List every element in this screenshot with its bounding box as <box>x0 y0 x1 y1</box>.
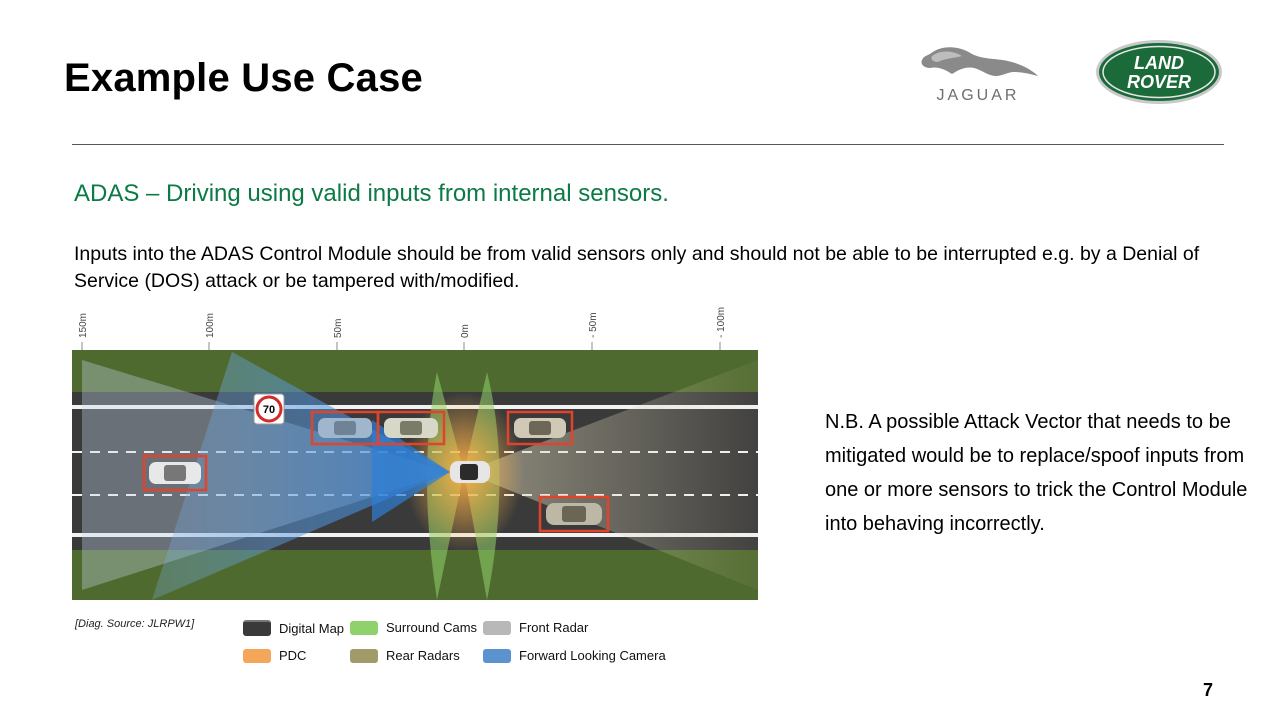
distance-mark: 150m <box>78 313 89 338</box>
legend-label: Surround Cams <box>386 620 478 635</box>
ego-vehicle <box>450 461 490 483</box>
legend-swatch <box>483 620 511 635</box>
road-edge-line <box>72 405 758 409</box>
speed-limit-sign: 70 <box>253 393 285 425</box>
detected-vehicle <box>506 410 574 446</box>
landrover-wordmark-line2: ROVER <box>1127 72 1191 92</box>
legend-label: Digital Map <box>279 620 345 636</box>
detected-vehicle <box>376 410 446 446</box>
landrover-logo: LAND ROVER <box>1094 38 1224 111</box>
legend-swatch <box>483 648 511 663</box>
distance-mark: 0m <box>460 324 471 338</box>
legend-item-front-radar: Front Radar <box>483 620 588 635</box>
legend-swatch <box>243 620 271 636</box>
jaguar-wordmark: JAGUAR <box>937 87 1020 104</box>
legend-swatch <box>243 648 271 663</box>
legend-swatch <box>350 648 378 663</box>
legend-label: Front Radar <box>519 620 589 635</box>
legend-label: Forward Looking Camera <box>519 648 666 663</box>
legend-item-forward-camera: Forward Looking Camera <box>483 648 666 663</box>
legend-item-pdc: PDC <box>243 648 306 663</box>
detected-vehicle <box>538 495 610 533</box>
forward-camera-coverage <box>152 352 450 600</box>
road-edge-line <box>72 533 758 537</box>
diagram-source: [Diag. Source: JLRPW1] <box>75 618 195 630</box>
page-number: 7 <box>1203 680 1214 700</box>
legend-label: PDC <box>279 648 307 663</box>
detected-vehicle <box>142 454 208 492</box>
slide-title: Example Use Case <box>64 56 423 100</box>
attack-vector-note: N.B. A possible Attack Vector that needs… <box>825 411 1248 535</box>
detected-vehicle <box>310 410 380 446</box>
title-divider <box>72 144 1224 145</box>
distance-mark: - 100m <box>716 307 727 338</box>
distance-mark: 50m <box>333 319 344 338</box>
legend-swatch <box>350 620 378 635</box>
legend-item-surround-cams: Surround Cams <box>350 620 477 635</box>
legend-label: Rear Radars <box>386 648 460 663</box>
landrover-wordmark-line1: LAND <box>1134 53 1184 73</box>
slide-subtitle: ADAS – Driving using valid inputs from i… <box>74 180 669 207</box>
distance-mark: - 50m <box>588 312 599 338</box>
legend-item-rear-radars: Rear Radars <box>350 648 460 663</box>
jaguar-logo: JAGUAR <box>912 40 1044 109</box>
slide-body: Inputs into the ADAS Control Module shou… <box>74 243 1200 292</box>
speed-limit-value: 70 <box>263 404 275 416</box>
legend-item-digital-map: Digital Map <box>243 620 344 636</box>
distance-scale: 150m 100m 50m 0m - 50m - 100m <box>78 307 727 350</box>
distance-mark: 100m <box>205 313 216 338</box>
rear-radar-coverage <box>464 360 758 590</box>
adas-sensor-diagram: 150m 100m 50m 0m - 50m - 100m <box>72 300 762 607</box>
